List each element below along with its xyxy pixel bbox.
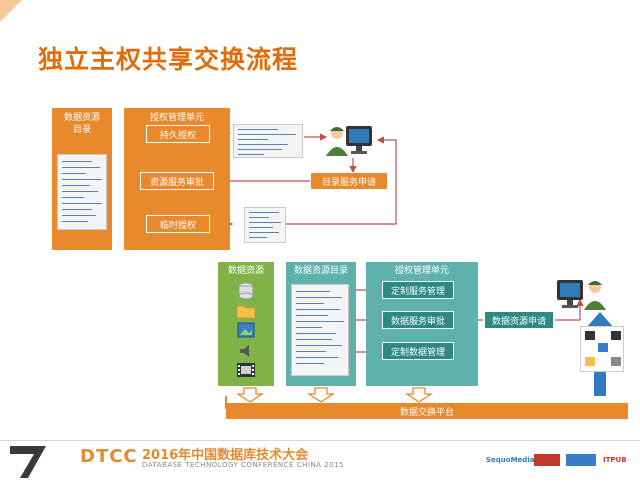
resource-icons-panel	[580, 326, 624, 372]
resource-block-label: 数据资源	[227, 266, 264, 276]
user-avatar-icon	[555, 276, 609, 312]
footer-mark-icon	[6, 440, 52, 480]
catalog-screenshot-top	[57, 154, 107, 230]
film-icon	[236, 362, 256, 378]
resource-review-button[interactable]: 资源服务审批	[140, 172, 214, 190]
sponsor-itpub: ITPUB	[603, 456, 627, 464]
image-icon	[237, 322, 255, 338]
footer-divider	[0, 440, 640, 441]
catalog-block-bottom: 数据资源目录	[286, 262, 356, 386]
service-review-button[interactable]: 数据服务审批	[382, 311, 454, 329]
catalog-screenshot-bottom	[291, 284, 349, 376]
catalog-apply-button[interactable]: 目录服务申请	[310, 172, 388, 190]
persistent-auth-button[interactable]: 持久授权	[146, 125, 210, 143]
footer-conference-en: DATABASE TECHNOLOGY CONFERENCE CHINA 201…	[142, 461, 344, 469]
catalog-block-bottom-label: 数据资源目录	[293, 266, 348, 276]
temporary-auth-screenshot	[244, 207, 286, 243]
custom-data-button[interactable]: 定制数据管理	[382, 342, 454, 360]
speaker-icon	[238, 343, 254, 357]
footer-logo: DTCC	[80, 446, 138, 467]
resource-apply-button[interactable]: 数据资源申请	[484, 311, 554, 329]
catalog-block-top: 数据资源 目录	[52, 108, 112, 250]
custom-service-button[interactable]: 定制服务管理	[382, 281, 454, 299]
page-title: 独立主权共享交换流程	[38, 45, 299, 74]
exchange-platform-bar: 数据交换平台	[226, 403, 628, 419]
footer-conference-title: 2016年中国数据库技术大会	[142, 448, 309, 463]
sponsor-sequomedia: SequoMedia	[486, 456, 535, 464]
auth-block-top-label: 授权管理单元	[149, 113, 204, 123]
catalog-block-top-label: 数据资源 目录	[63, 113, 100, 135]
sponsor-logo-red	[534, 454, 560, 466]
corner-decoration	[0, 0, 40, 40]
database-icon	[237, 282, 255, 300]
sponsor-logo-blue	[566, 454, 596, 466]
auth-block-bottom-label: 授权管理单元	[394, 266, 449, 276]
temporary-auth-button[interactable]: 临时授权	[146, 215, 210, 233]
persistent-auth-screenshot	[233, 124, 303, 158]
folder-icon	[236, 303, 256, 319]
user-computer-icon	[326, 122, 378, 158]
